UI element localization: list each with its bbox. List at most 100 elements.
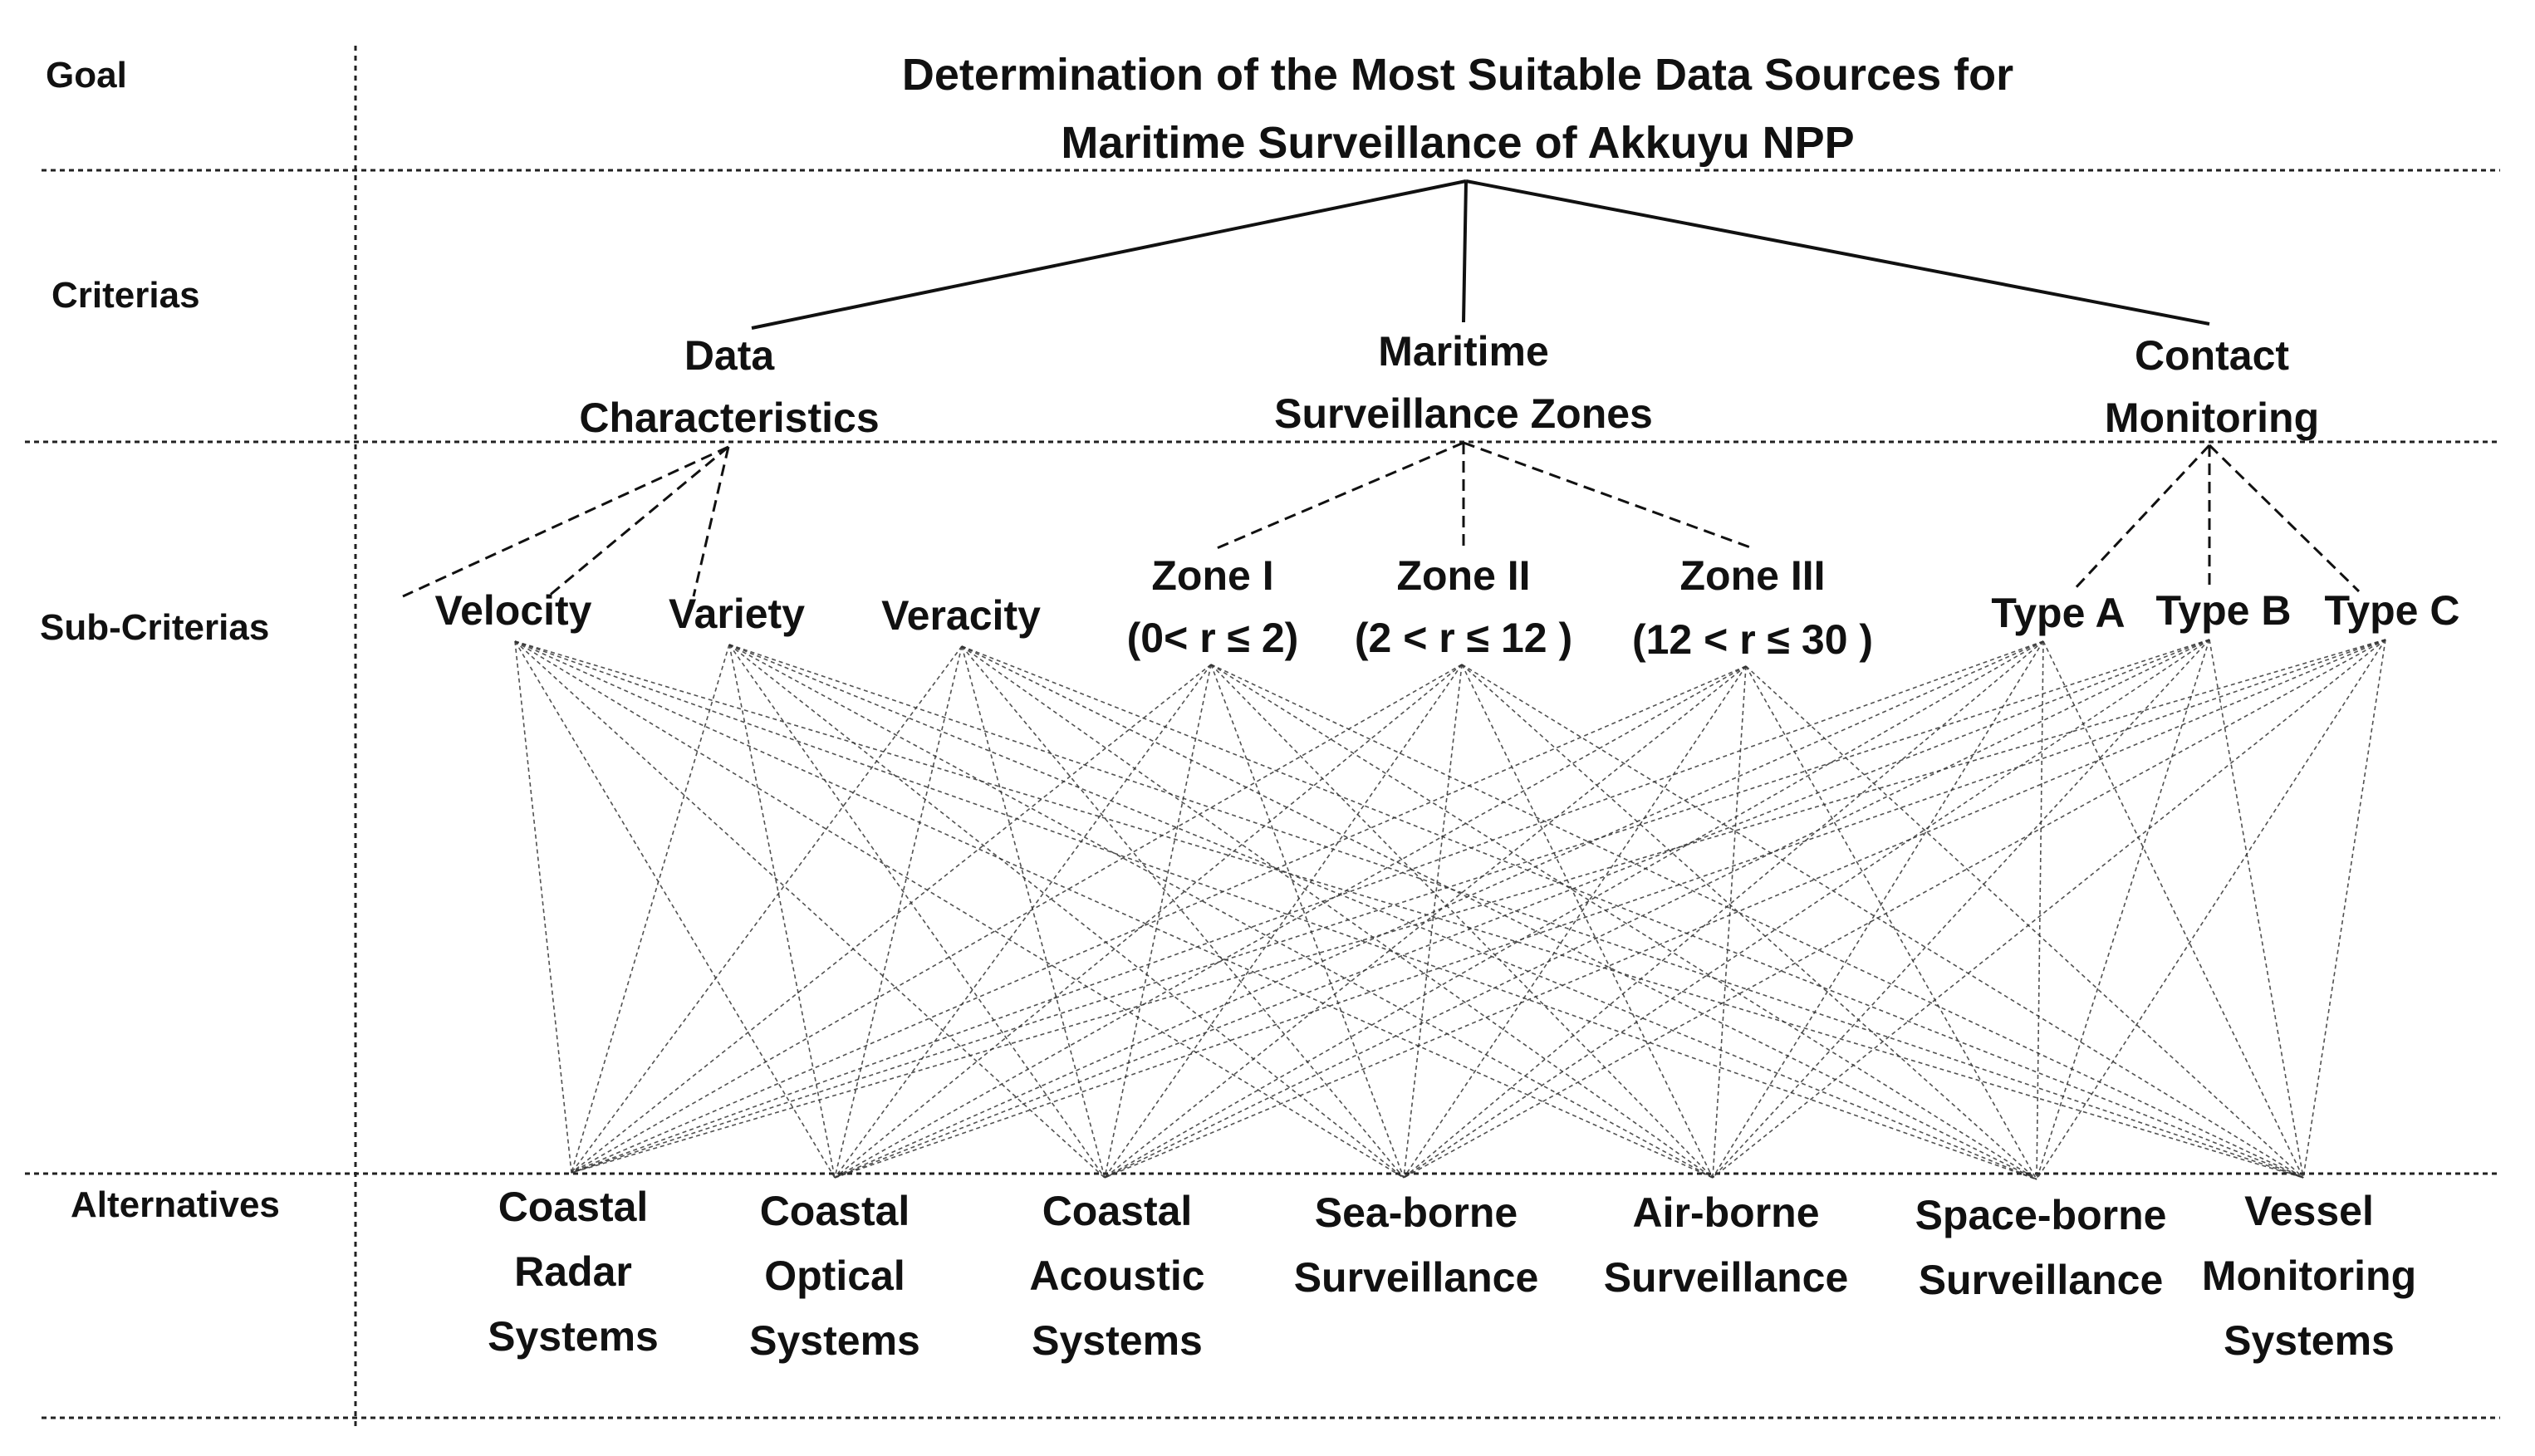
zone1-to-cas-link: [1104, 664, 1212, 1179]
zone2-to-sbs-link: [1403, 664, 1463, 1179]
veracity-to-crs-link: [571, 645, 963, 1174]
row-label-criteria: Criterias: [51, 275, 200, 316]
zone3-to-crs-link: [571, 665, 1747, 1174]
typeB-to-sbs-link: [1403, 639, 2210, 1179]
alternative-coastal-radar-line-2: Radar: [514, 1248, 632, 1295]
goal-line-2: Maritime Surveillance of Akkuyu NPP: [1061, 118, 1854, 168]
row-label-goal: Goal: [46, 55, 127, 96]
criterion-contact-monitoring-line-2: Monitoring: [2105, 395, 2319, 441]
variety-to-spbs-link: [728, 644, 2037, 1180]
alternative-coastal-optical-line-2: Optical: [764, 1253, 905, 1299]
alternative-sea-borne-line-2: Surveillance: [1294, 1254, 1539, 1301]
veracity-to-abs-link: [961, 645, 1714, 1179]
dc-to-veracity-link: [692, 446, 730, 597]
velocity-to-vms-link: [514, 640, 2304, 1179]
variety-to-abs-link: [728, 644, 1714, 1179]
alternative-coastal-acoustic-line-3: Systems: [1032, 1317, 1203, 1364]
goal-to-cm-link: [1465, 179, 2210, 326]
zone3-to-cos-link: [834, 665, 1747, 1179]
dc-to-variety-link: [547, 445, 729, 598]
subcriterion-zone-1-name: Zone I: [1151, 552, 1273, 599]
subcriterion-zone-1-range: (0< r ≤ 2): [1127, 615, 1299, 661]
variety-to-vms-link: [728, 644, 2304, 1179]
zone1-to-vms-link: [1210, 664, 2304, 1179]
zone3-to-vms-link: [1745, 665, 2304, 1179]
zone3-to-abs-link: [1712, 665, 1747, 1179]
subcriterion-type-a: Type A: [1991, 590, 2125, 636]
subcriterion-variety: Variety: [669, 591, 805, 637]
typeC-to-spbs-link: [2036, 639, 2386, 1180]
criterion-data-characteristics-line-2: Characteristics: [579, 395, 879, 441]
veracity-to-spbs-link: [961, 645, 2037, 1180]
typeB-to-vms-link: [2209, 639, 2304, 1179]
criteria-nodes: Data Characteristics Maritime Surveillan…: [579, 328, 2319, 441]
variety-to-crs-link: [571, 644, 730, 1174]
typeB-to-spbs-link: [2036, 639, 2210, 1180]
criterion-surveillance-zones-line-2: Surveillance Zones: [1274, 390, 1653, 437]
zone2-to-crs-link: [571, 664, 1463, 1174]
zone3-to-cas-link: [1104, 665, 1747, 1179]
typeA-to-vms-link: [2042, 640, 2304, 1179]
msz-to-zone3-link: [1463, 441, 1753, 550]
subcriterion-zone-3-name: Zone III: [1680, 552, 1826, 599]
zone3-to-sbs-link: [1403, 665, 1747, 1179]
subcriteria-alternative-links: [514, 639, 2386, 1180]
typeA-to-sbs-link: [1403, 640, 2044, 1179]
veracity-to-cos-link: [834, 645, 963, 1179]
alternative-coastal-optical-line-1: Coastal: [760, 1188, 910, 1234]
zone3-to-spbs-link: [1745, 665, 2037, 1180]
goal-to-dc-link: [751, 179, 1467, 330]
typeC-to-cas-link: [1104, 639, 2386, 1179]
veracity-to-vms-link: [961, 645, 2304, 1179]
typeB-to-abs-link: [1712, 639, 2210, 1179]
typeA-to-spbs-link: [2036, 640, 2044, 1180]
alternative-space-borne-line-1: Space-borne: [1915, 1192, 2167, 1238]
zone2-to-abs-link: [1461, 664, 1714, 1179]
subcriterion-zone-2-range: (2 < r ≤ 12 ): [1355, 615, 1572, 661]
cm-to-typeC-link: [2208, 444, 2361, 593]
criterion-surveillance-zones-line-1: Maritime: [1378, 328, 1549, 375]
zone1-to-sbs-link: [1210, 664, 1405, 1179]
alternative-space-borne-line-2: Surveillance: [1919, 1257, 2164, 1303]
criterion-data-characteristics-line-1: Data: [684, 332, 776, 379]
zone2-to-cos-link: [834, 664, 1463, 1179]
velocity-to-sbs-link: [514, 640, 1405, 1179]
velocity-to-abs-link: [514, 640, 1714, 1179]
alternative-vessel-monitoring-line-2: Monitoring: [2202, 1253, 2416, 1299]
zone1-to-spbs-link: [1210, 664, 2037, 1180]
row-labels: Goal Criterias Sub-Criterias Alternative…: [40, 55, 280, 1225]
criterion-contact-monitoring-line-1: Contact: [2135, 332, 2289, 379]
typeA-to-cas-link: [1104, 640, 2044, 1179]
goal-line-1: Determination of the Most Suitable Data …: [902, 50, 2013, 100]
variety-to-sbs-link: [728, 644, 1405, 1179]
zone1-to-abs-link: [1210, 664, 1714, 1179]
subcriterion-type-c: Type C: [2325, 587, 2460, 634]
variety-to-cas-link: [728, 644, 1106, 1179]
subcriteria-nodes: Velocity Variety Veracity Zone I (0< r ≤…: [435, 552, 2460, 663]
alternative-coastal-radar-line-3: Systems: [488, 1313, 659, 1360]
veracity-to-sbs-link: [961, 645, 1405, 1179]
row-label-subcriteria: Sub-Criterias: [40, 607, 269, 648]
typeB-to-crs-link: [571, 639, 2210, 1174]
typeC-to-crs-link: [571, 639, 2386, 1174]
subcriterion-type-b: Type B: [2156, 587, 2292, 634]
msz-to-zone1-link: [1216, 441, 1464, 550]
velocity-to-cas-link: [514, 640, 1106, 1179]
alternative-coastal-radar-line-1: Coastal: [498, 1184, 649, 1230]
hierarchy-links: [402, 179, 2361, 598]
alternative-vessel-monitoring-line-1: Vessel: [2244, 1188, 2374, 1234]
alternative-vessel-monitoring-line-3: Systems: [2224, 1317, 2395, 1364]
typeA-to-crs-link: [571, 640, 2044, 1174]
dc-to-velocity-link: [402, 445, 729, 598]
zone1-to-crs-link: [571, 664, 1212, 1174]
goal-node: Determination of the Most Suitable Data …: [902, 50, 2013, 168]
alternative-coastal-acoustic-line-2: Acoustic: [1029, 1253, 1204, 1299]
alternative-coastal-acoustic-line-1: Coastal: [1042, 1188, 1193, 1234]
row-label-alternatives: Alternatives: [71, 1184, 280, 1225]
zone1-to-cos-link: [834, 664, 1212, 1179]
alternative-sea-borne-line-1: Sea-borne: [1315, 1189, 1518, 1236]
variety-to-cos-link: [728, 644, 836, 1179]
alternative-nodes: Coastal Radar Systems Coastal Optical Sy…: [488, 1184, 2416, 1364]
